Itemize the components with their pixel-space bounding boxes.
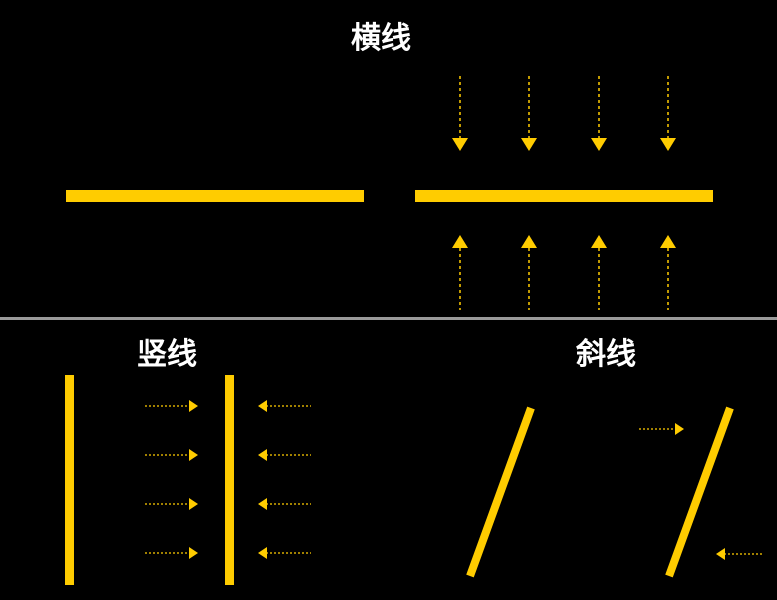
down-arrow [591,76,607,151]
left-arrow [258,498,311,510]
up-arrow [452,235,468,310]
title-diagonal: 斜线 [576,337,636,372]
left-arrow [716,548,762,560]
down-arrow [660,76,676,151]
down-arrow [452,76,468,151]
diagonal-line-plain [466,406,535,578]
horizontal-line-emphasized [415,190,713,202]
diagonal-section [466,406,762,578]
vertical-line-plain [65,375,74,585]
up-arrow [521,235,537,310]
horizontal-section [66,76,713,310]
vertical-line-emphasized [225,375,234,585]
section-divider [0,317,777,320]
title-horizontal: 横线 [351,21,411,56]
left-arrow [258,547,311,559]
right-arrow [639,423,684,435]
up-arrow [660,235,676,310]
right-arrow [145,547,198,559]
down-arrow [521,76,537,151]
left-arrow [258,400,311,412]
right-arrow [145,400,198,412]
diagonal-line-emphasized [665,406,734,578]
vertical-section [65,375,311,585]
left-arrow [258,449,311,461]
title-vertical: 竖线 [137,337,197,372]
up-arrow [591,235,607,310]
horizontal-line-plain [66,190,364,202]
right-arrow [145,449,198,461]
right-arrow [145,498,198,510]
